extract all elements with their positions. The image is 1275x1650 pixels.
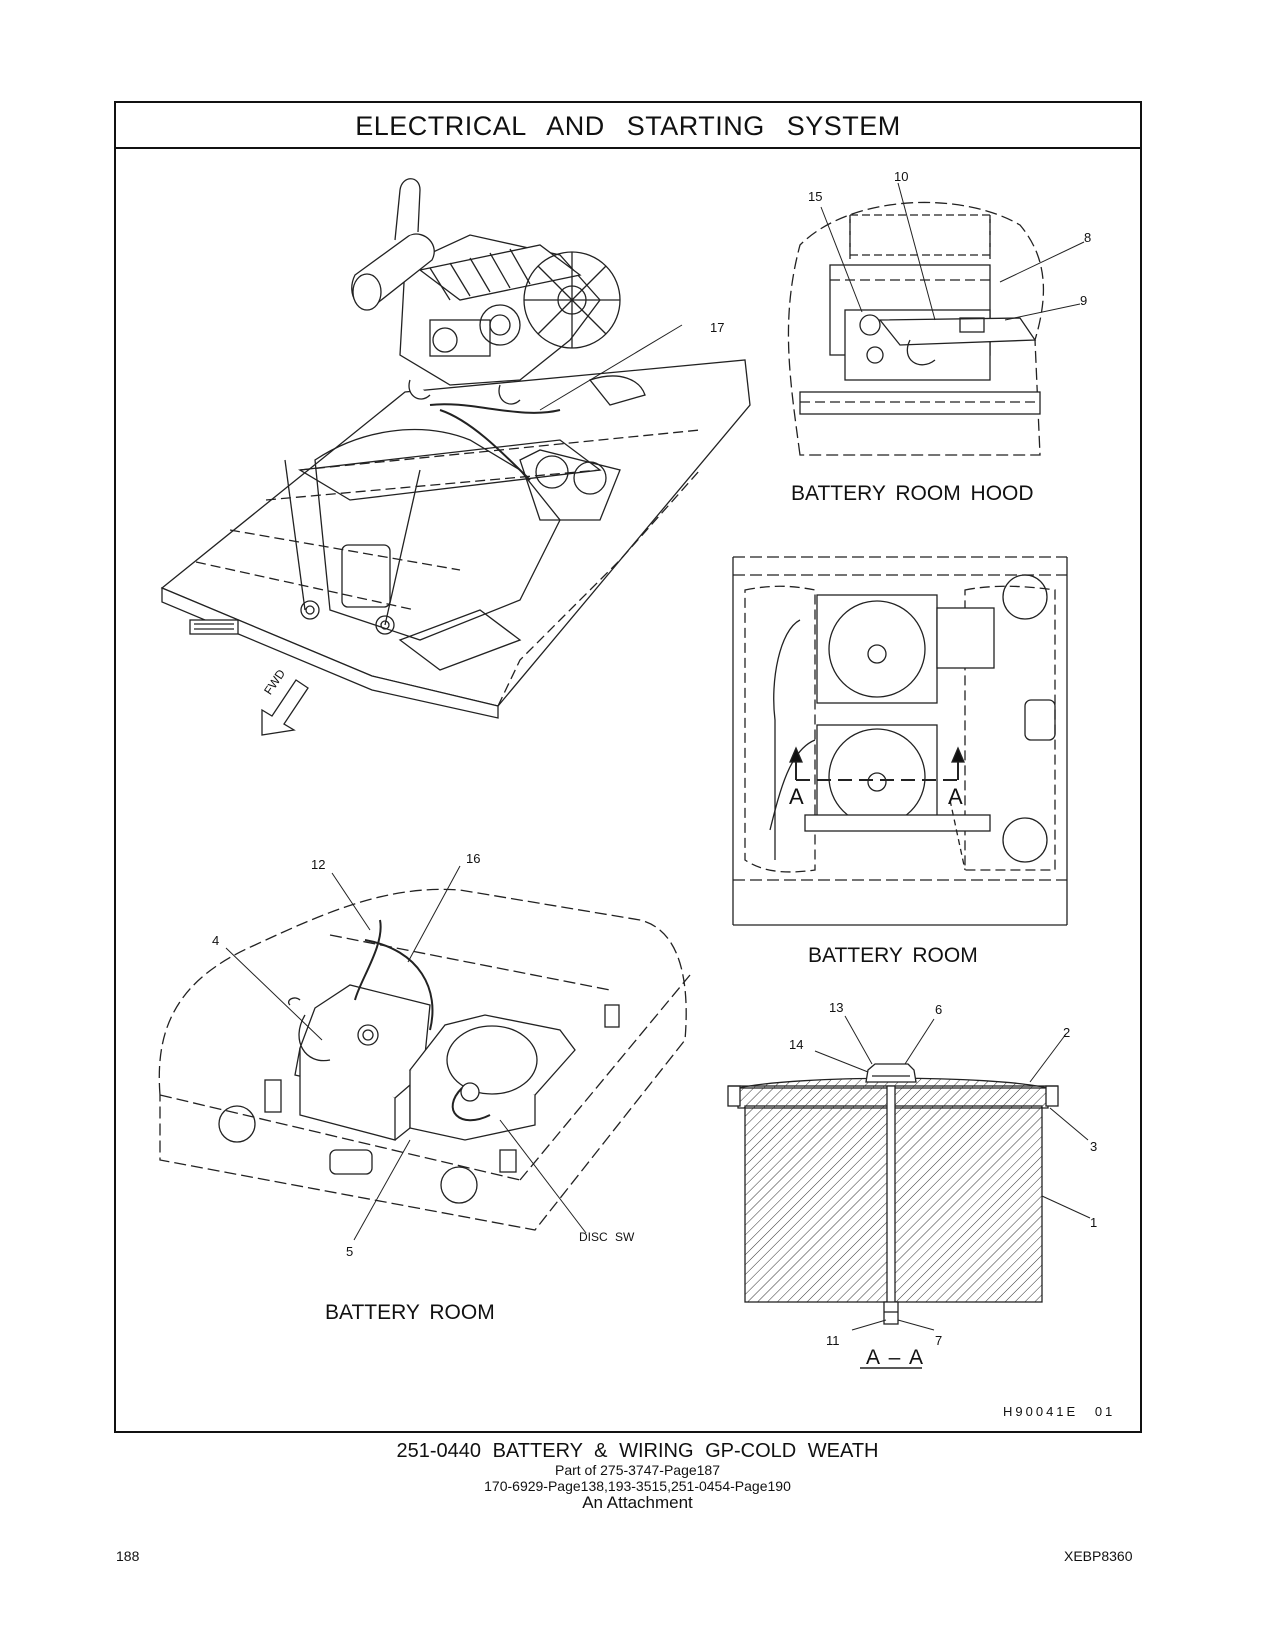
callout-10: 10 — [894, 169, 909, 184]
callout-5: 5 — [346, 1244, 354, 1259]
callout-14: 14 — [789, 1037, 804, 1052]
battery-room-top-view — [732, 556, 1068, 926]
drawing-code: H90041E 01 — [1003, 1404, 1116, 1419]
caption-section-aa: A – A — [866, 1346, 924, 1369]
callout-1: 1 — [1090, 1215, 1098, 1230]
diagram-title: ELECTRICAL AND STARTING SYSTEM — [116, 103, 1140, 149]
callout-8: 8 — [1084, 230, 1092, 245]
callout-13: 13 — [829, 1000, 844, 1015]
caption-battery-room-top: BATTERY ROOM — [808, 944, 978, 967]
callout-9: 9 — [1080, 293, 1088, 308]
battery-room-hood-view — [787, 201, 1044, 456]
footer-group-title: 251-0440 BATTERY & WIRING GP-COLD WEATH — [396, 1440, 879, 1462]
callout-17: 17 — [710, 320, 725, 335]
callout-6: 6 — [935, 1002, 943, 1017]
section-marker-a-left: A — [789, 784, 804, 809]
document-code: XEBP8360 — [1064, 1548, 1133, 1564]
footer-references: 170-6929-Page138,193-3515,251-0454-Page1… — [484, 1478, 791, 1494]
callout-11: 11 — [826, 1333, 840, 1348]
callout-3: 3 — [1090, 1139, 1098, 1154]
callout-12: 12 — [311, 857, 326, 872]
caption-battery-room-bottom: BATTERY ROOM — [325, 1301, 495, 1324]
callout-16: 16 — [466, 851, 481, 866]
diagram-frame: ELECTRICAL AND STARTING SYSTEM — [114, 101, 1142, 1433]
callout-7: 7 — [935, 1333, 943, 1348]
callout-disc-sw: DISC SW — [579, 1230, 635, 1244]
page-number: 188 — [116, 1548, 140, 1564]
callout-15: 15 — [808, 189, 823, 204]
footer-attachment: An Attachment — [582, 1493, 693, 1512]
section-marker-a-right: A — [948, 784, 963, 809]
footer-part-of: Part of 275-3747-Page187 — [554, 1462, 720, 1478]
caption-battery-room-hood: BATTERY ROOM HOOD — [791, 482, 1034, 505]
machine-frame-view — [160, 178, 751, 719]
section-aa-view — [727, 1063, 1059, 1325]
battery-room-iso-view — [158, 888, 691, 1231]
callout-4: 4 — [212, 933, 220, 948]
callout-2: 2 — [1063, 1025, 1071, 1040]
fwd-arrow — [261, 679, 309, 736]
